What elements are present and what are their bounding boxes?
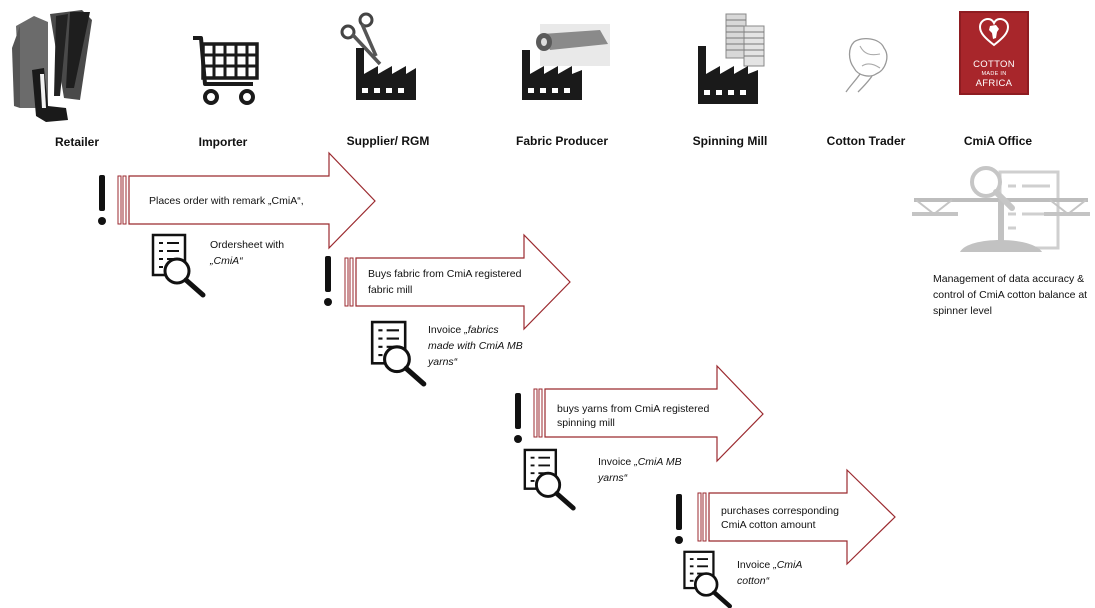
step-document-text: Ordersheet with „CmiA“	[210, 237, 320, 269]
exclamation-icon	[98, 175, 106, 225]
document-search-icon	[683, 550, 733, 608]
doc-prefix: Invoice	[737, 559, 771, 571]
document-search-icon	[523, 448, 576, 511]
cotton-boll-icon	[845, 37, 888, 93]
doc-italic: „CmiA“	[210, 255, 243, 267]
document-search-icon	[370, 320, 427, 387]
logo-line-2: MADE IN	[981, 71, 1007, 77]
logo-line-1: COTTON	[973, 59, 1015, 70]
doc-prefix: Ordersheet with	[210, 239, 285, 251]
factory-fabric-roll-icon	[522, 24, 610, 100]
step-document-text: Invoice „CmiA cotton“	[737, 557, 827, 589]
step-arrow	[697, 468, 896, 566]
actor-label-retailer: Retailer	[54, 135, 100, 149]
doc-prefix: Invoice	[598, 456, 632, 468]
exclamation-icon	[675, 494, 683, 544]
logo-line-3: AFRICA	[975, 78, 1013, 89]
step-arrow	[533, 364, 764, 463]
actor-label-importer: Importer	[198, 135, 248, 149]
clothing-icon	[12, 10, 92, 122]
actor-label-fabric-producer: Fabric Producer	[515, 134, 609, 148]
balance-scale-icon	[912, 166, 1090, 252]
management-text: Management of data accuracy & control of…	[933, 273, 1088, 317]
factory-yarn-icon	[698, 13, 765, 104]
actor-label-cmia-office: CmiA Office	[963, 134, 1033, 148]
shopping-cart-icon	[193, 36, 259, 105]
step-action-text: Buys fabric from CmiA registered fabric …	[368, 268, 522, 296]
step-arrow	[117, 151, 376, 250]
step-action-text: Places order with remark „CmiA“,	[149, 195, 304, 207]
exclamation-icon	[324, 256, 332, 306]
doc-italic: „CmiA cotton“	[737, 559, 802, 587]
doc-italic: „CmiA MB yarns“	[598, 456, 682, 484]
step-action-text: buys yarns from CmiA registered spinning…	[557, 403, 710, 429]
step-arrow	[344, 233, 571, 331]
doc-italic: „fabrics made with CmiA MB yarns“	[428, 324, 523, 368]
actor-label-supplier: Supplier/ RGM	[346, 134, 430, 148]
africa-heart-icon	[978, 17, 1010, 47]
exclamation-icon	[514, 393, 522, 443]
step-action-text: purchases corresponding CmiA cotton amou…	[721, 505, 839, 531]
document-search-icon	[151, 233, 206, 298]
step-document-text: Invoice „fabrics made with CmiA MB yarns…	[428, 322, 523, 370]
factory-scissors-icon	[340, 12, 416, 100]
step-document-text: Invoice „CmiA MB yarns“	[598, 454, 708, 486]
doc-prefix: Invoice	[428, 324, 462, 336]
actor-label-cotton-trader: Cotton Trader	[826, 134, 906, 148]
cmia-logo-icon: COTTON MADE IN AFRICA	[959, 11, 1029, 95]
actor-label-spinning-mill: Spinning Mill	[692, 134, 768, 148]
